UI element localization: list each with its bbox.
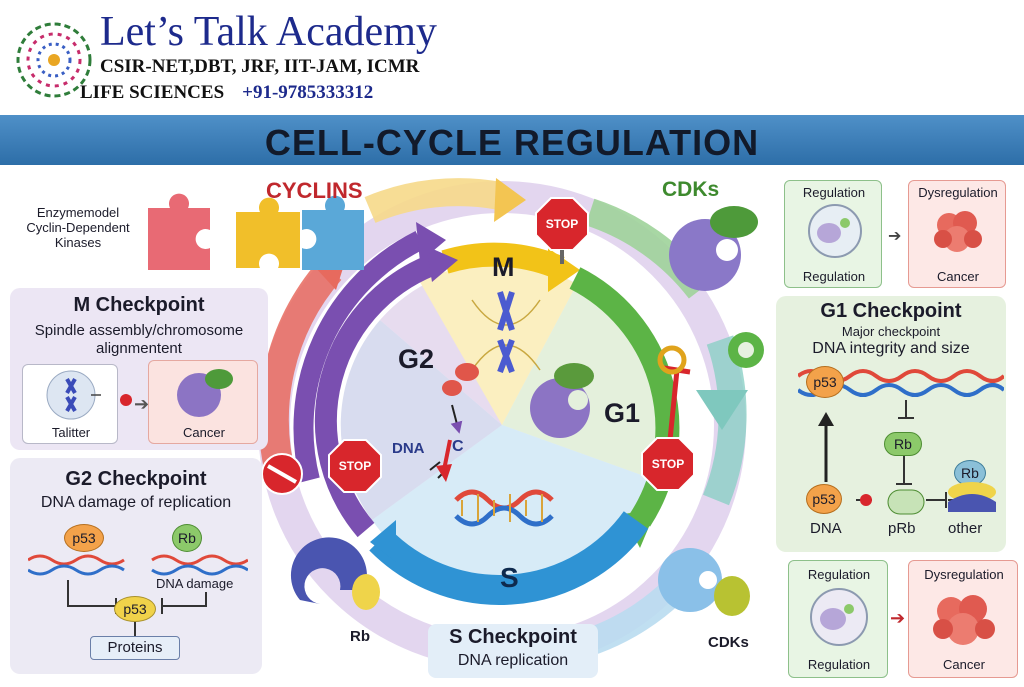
inhibition-dot — [120, 394, 132, 406]
p53-badge-top: p53 — [806, 366, 844, 398]
cell-icon — [810, 588, 868, 646]
s-checkpoint-title: S Checkpoint — [449, 626, 577, 648]
reg-top-right-label: Dysregulation — [918, 185, 998, 200]
proteins-box: Proteins — [90, 636, 180, 660]
tumor-icon — [933, 595, 995, 645]
regulation-box-bottom: Regulation Regulation — [788, 560, 888, 678]
logo-icon — [16, 22, 92, 98]
brand-title: Let’s Talk Academy — [100, 9, 437, 55]
rb-badge: Rb — [172, 524, 202, 552]
dysregulation-box-top: Dysregulation Cancer — [908, 180, 1006, 288]
rb-badge-right: Rb — [954, 460, 986, 486]
g1-checkpoint-desc: DNA integrity and size — [812, 340, 970, 357]
reg-bot-left-bottom: Regulation — [807, 657, 871, 672]
p53-badge-center: p53 — [114, 596, 156, 622]
stop-label-top: STOP — [545, 217, 579, 231]
rb-label: Rb — [350, 628, 370, 645]
stop-label-right: STOP — [651, 457, 685, 471]
page-title: CELL-CYCLE REGULATION — [264, 122, 760, 163]
g1-checkpoint-panel: G1 Checkpoint Major checkpoint DNA integ… — [776, 296, 1006, 552]
phase-g1-label: G1 — [604, 398, 641, 428]
m-box1-label: Talitter — [51, 425, 91, 440]
rb-protein-icon — [948, 482, 996, 512]
m-checkpoint-panel: M Checkpoint Spindle assembly/chromosome… — [10, 288, 268, 450]
dna-label: DNA — [392, 440, 425, 457]
p53-badge-left: p53 — [64, 524, 104, 552]
cdk-enzyme-icon — [669, 206, 758, 291]
brand-subject-text: LIFE SCIENCES — [80, 82, 225, 103]
spindle-icon — [46, 370, 101, 420]
spindle-icon — [471, 291, 541, 374]
cdks-bottom-label: CDKs — [708, 634, 749, 651]
cell-icon — [808, 204, 862, 258]
enzyme-model-label: Enzymemodel Cyclin-Dependent Kinases — [22, 205, 134, 250]
tumor-icon — [934, 211, 982, 252]
reg-top-right-bottom: Cancer — [937, 269, 979, 284]
reg-bot-left-label: Regulation — [807, 567, 871, 582]
g1-dna-label: DNA — [810, 520, 842, 537]
g1-checkpoint-title: G1 Checkpoint — [820, 300, 962, 322]
stop-label-left: STOP — [338, 459, 372, 473]
dna-helix-icon — [28, 554, 248, 576]
prb-protein-icon — [887, 489, 925, 515]
arrow-right-icon: ➔ — [890, 608, 906, 628]
arrow-right-icon: ➔ — [134, 394, 150, 414]
puzzle-piece-icon — [148, 193, 210, 270]
cdk-enzyme-icon — [658, 548, 750, 616]
dysregulation-box-bottom: Dysregulation Cancer — [908, 560, 1018, 678]
stop-sign-icon — [641, 437, 695, 491]
connector-line — [134, 622, 136, 636]
enzyme-line-3: Kinases — [54, 235, 102, 250]
s-checkpoint-box: S Checkpoint DNA replication — [428, 624, 598, 678]
reg-top-left-label: Regulation — [802, 185, 866, 200]
puzzle-piece-icon — [302, 195, 364, 270]
title-banner — [0, 115, 1024, 165]
rb-badge-mid: Rb — [884, 432, 922, 456]
puzzle-piece-icon — [236, 197, 300, 268]
reg-top-left-bottom: Regulation — [802, 269, 866, 284]
reg-bot-right-bottom: Cancer — [943, 657, 985, 672]
g2-checkpoint-title: G2 Checkpoint — [65, 468, 207, 490]
m-checkpoint-desc-1: Spindle assembly/chromosome — [34, 322, 244, 339]
reg-bot-right-label: Dysregulation — [924, 567, 1004, 582]
dna-helix-icon — [454, 489, 554, 527]
cancer-box: Cancer — [148, 360, 258, 444]
m-checkpoint-title: M Checkpoint — [73, 294, 205, 316]
phase-g2-label: G2 — [398, 344, 435, 374]
arrow-right-icon: ➔ — [888, 228, 902, 245]
g1-checkpoint-sub: Major checkpoint — [841, 324, 941, 339]
regulation-panel-top: Regulation Regulation ➔ Dysregulation Ca… — [784, 180, 1016, 290]
phase-m-label: M — [492, 252, 515, 282]
brand-subtitle: CSIR-NET,DBT, JRF, IIT-JAM, ICMR — [100, 56, 420, 77]
rb-protein-icon — [290, 537, 380, 610]
s-checkpoint-desc: DNA replication — [457, 652, 569, 669]
g2-checkpoint-panel: G2 Checkpoint DNA damage of replication … — [10, 458, 262, 674]
g2-checkpoint-desc: DNA damage of replication — [40, 494, 232, 511]
cdk-enzyme-icon — [530, 363, 594, 438]
g1-prb-label: pRb — [888, 520, 916, 537]
cdk-enzyme-icon — [177, 369, 233, 417]
brand-subject: LIFE SCIENCES +91-9785333312 — [80, 82, 373, 104]
cdks-label: CDKs — [662, 178, 720, 201]
stop-sign-icon — [328, 439, 382, 493]
spindle-box: Talitter — [22, 364, 118, 444]
c-label: C — [452, 438, 464, 455]
regulation-box-top: Regulation Regulation — [784, 180, 882, 288]
m-box2-label: Cancer — [183, 425, 225, 440]
stop-sign-icon — [535, 197, 589, 264]
regulation-panel-bottom: Regulation Regulation ➔ Dysregulation Ca… — [788, 560, 1018, 680]
no-entry-icon — [261, 453, 303, 495]
g1-other-label: other — [948, 520, 983, 537]
phone-number: +91-9785333312 — [242, 82, 374, 103]
enzyme-line-1: Enzymemodel — [36, 205, 120, 220]
m-checkpoint-desc-2: alignmentent — [96, 340, 182, 357]
cyclins-label: CYCLINS — [266, 178, 363, 203]
dna-damage-label: DNA damage — [156, 576, 234, 591]
enzyme-line-2: Cyclin-Dependent — [26, 220, 130, 235]
phase-s-label: S — [500, 562, 519, 593]
p53-badge-low: p53 — [806, 484, 842, 514]
